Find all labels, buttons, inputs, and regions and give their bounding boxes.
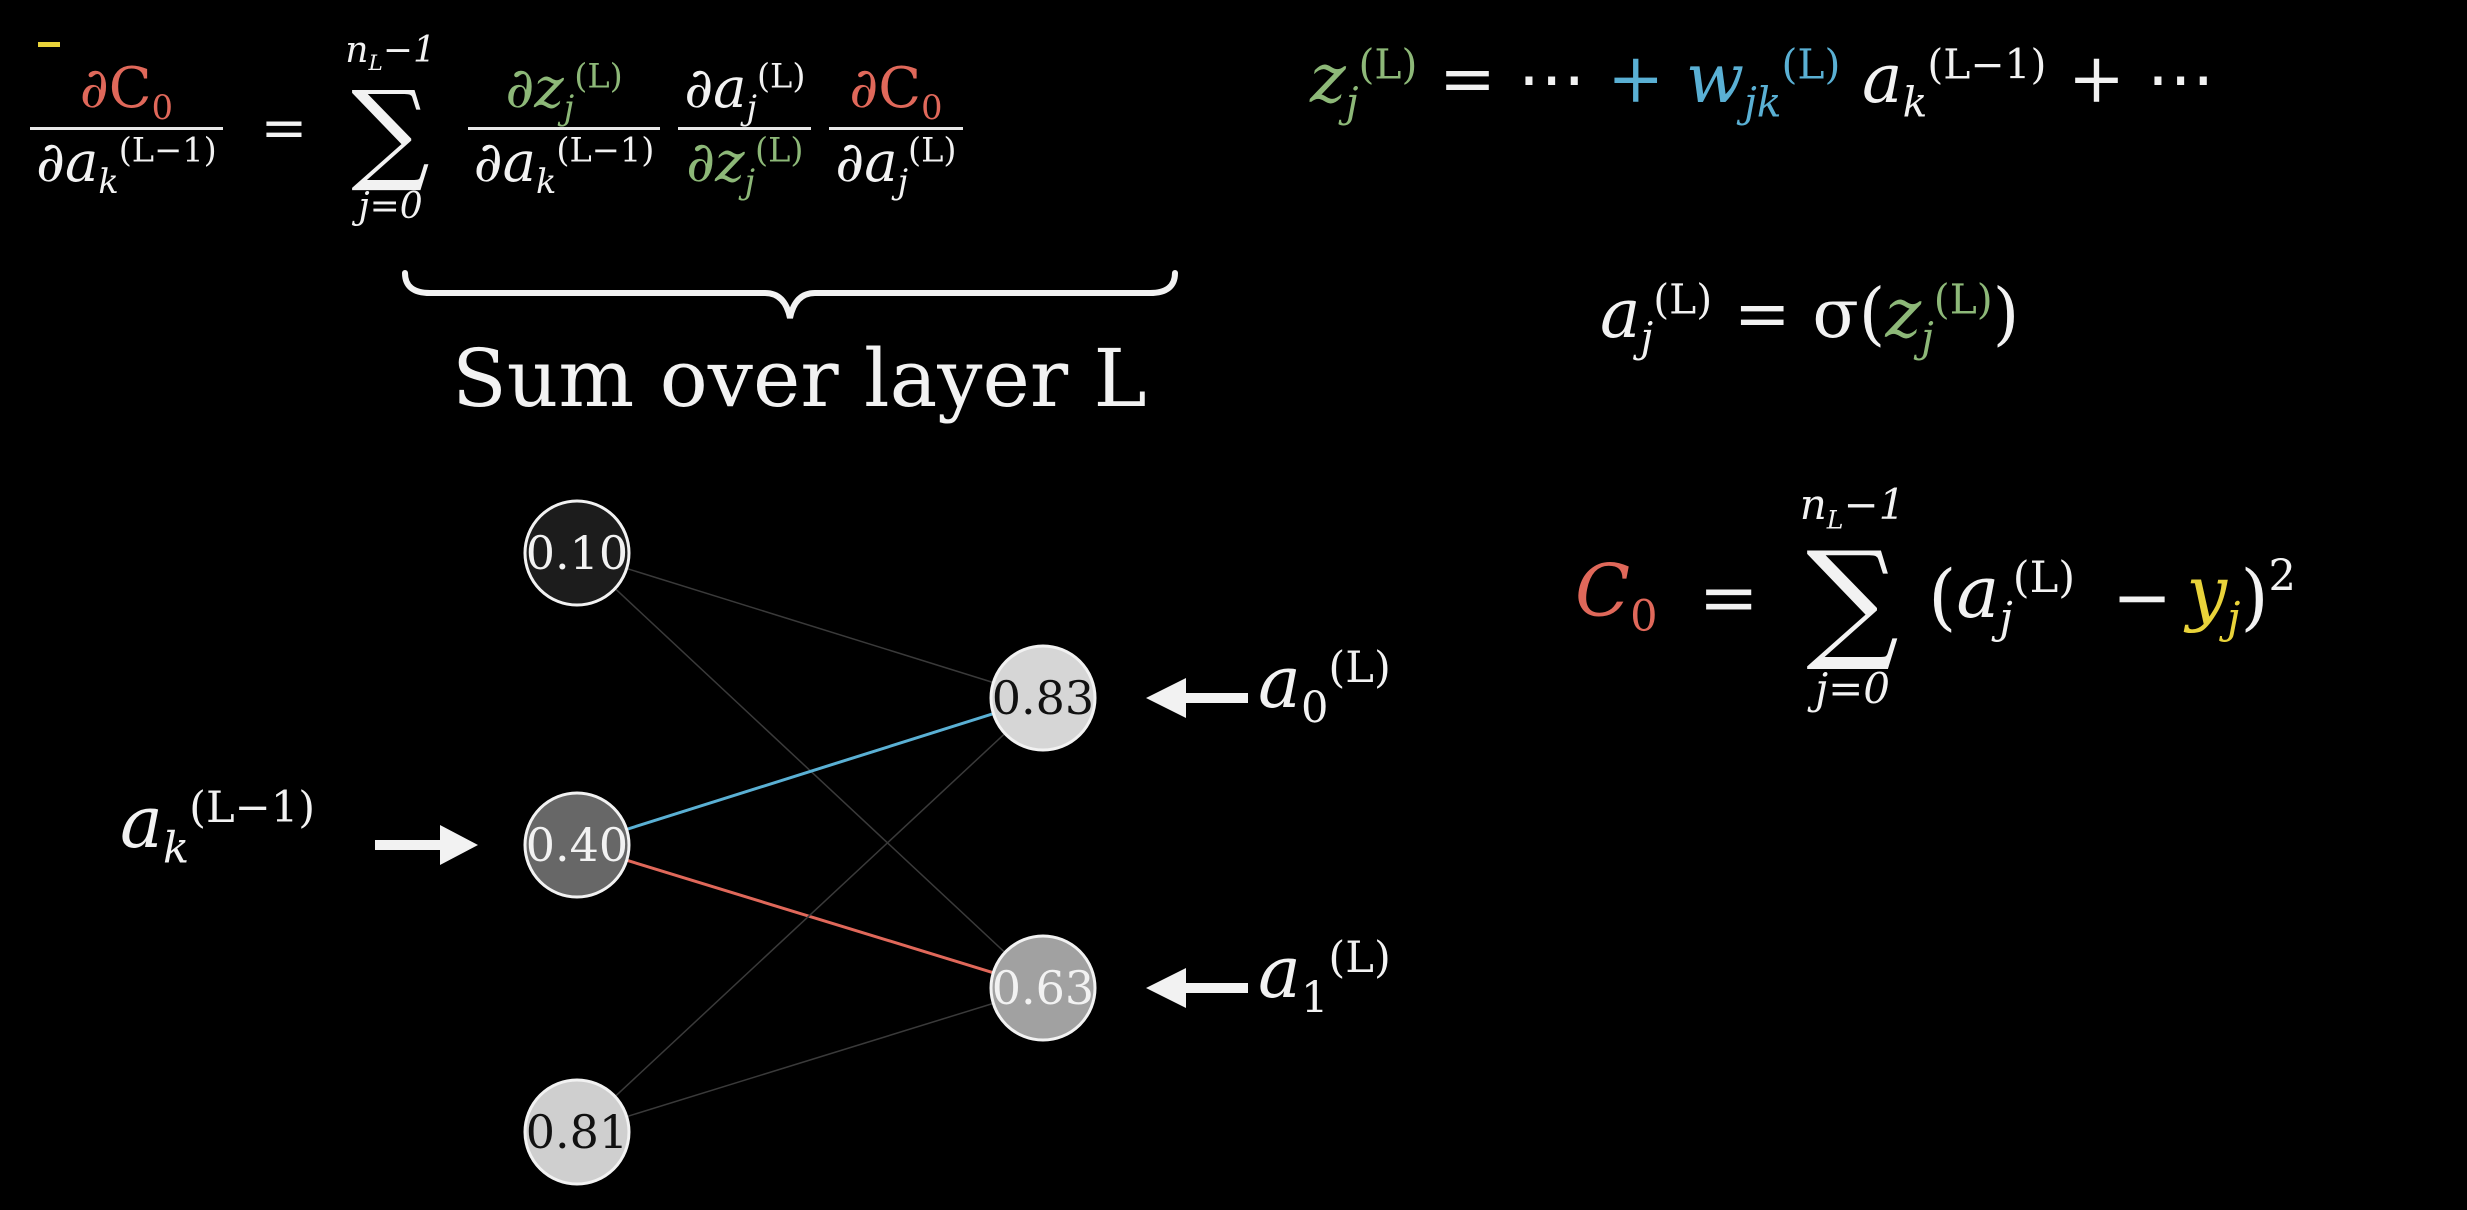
left-node-1-value: 0.40	[526, 818, 628, 872]
left-node-0-value: 0.10	[526, 526, 628, 580]
input-activation-label: ak(L−1)	[120, 780, 316, 874]
sum-operator: nL−1 ∑ j=0	[345, 30, 436, 228]
z-formula: zj(L) = ⋯ + wjk(L) ak(L−1) + ⋯	[1310, 40, 2215, 127]
edge-2-1	[576, 987, 1044, 1133]
left-node-2: 0.81	[523, 1078, 631, 1186]
edge-2-0	[576, 697, 1044, 1133]
right-node-0-value: 0.83	[992, 671, 1094, 725]
output-activation-label-0: a0(L)	[1258, 640, 1391, 734]
activation-formula: aj(L) = σ(zj(L))	[1600, 275, 2020, 362]
right-node-1-value: 0.63	[992, 961, 1094, 1015]
main-formula: ∂C0 ∂ak(L−1) = nL−1 ∑ j=0 ∂zj(L) ∂ak(L−1…	[30, 30, 963, 227]
edge-0-0	[576, 552, 1044, 699]
yellow-marker	[38, 42, 60, 47]
output-arrow-1	[1146, 968, 1248, 1008]
lhs-fraction: ∂C0 ∂ak(L−1)	[30, 56, 223, 201]
fraction-dc-da: ∂C0 ∂aj(L)	[829, 56, 963, 201]
left-node-2-value: 0.81	[526, 1105, 628, 1159]
output-activation-label-1: a1(L)	[1258, 930, 1391, 1024]
equals-sign: =	[260, 96, 308, 162]
left-node-0: 0.10	[523, 499, 631, 607]
cost-sum-operator: nL−1 ∑ j=0	[1799, 480, 1906, 714]
left-node-1: 0.40	[523, 791, 631, 899]
edge-1-1	[576, 843, 1044, 990]
cost-formula: C0 = nL−1 ∑ j=0 (aj(L) −yj)2	[1575, 480, 2297, 714]
underbrace	[402, 270, 1178, 319]
right-node-1: 0.63	[989, 934, 1097, 1042]
fraction-da-dz: ∂aj(L) ∂zj(L)	[678, 56, 812, 201]
input-arrow	[375, 825, 478, 865]
brace-label: Sum over layer L	[452, 332, 1147, 425]
fraction-dz-da: ∂zj(L) ∂ak(L−1)	[467, 56, 661, 201]
output-arrow-0	[1146, 678, 1248, 718]
edge-1-0	[576, 696, 1044, 847]
right-node-0: 0.83	[989, 644, 1097, 752]
